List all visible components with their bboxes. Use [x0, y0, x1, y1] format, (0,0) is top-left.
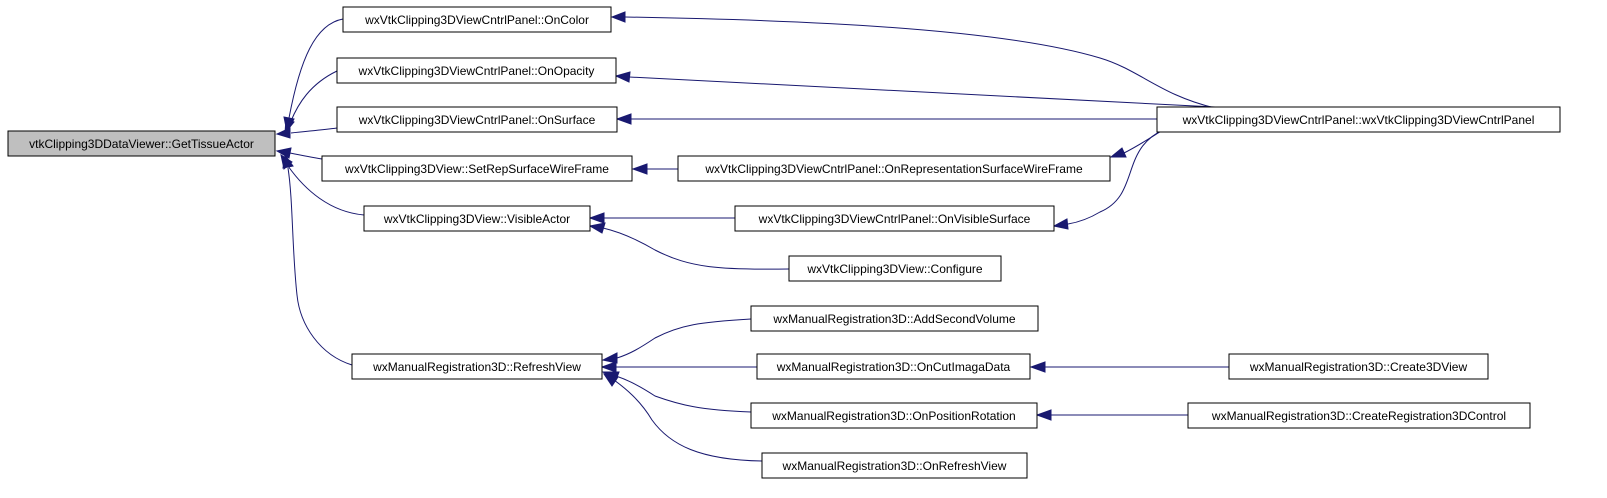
- edge-refreshview-to-root: [287, 167, 353, 366]
- node-visibleactor-label: wxVtkClipping3DView::VisibleActor: [383, 212, 570, 226]
- node-onposrot-label: wxManualRegistration3D::OnPositionRotati…: [771, 409, 1015, 423]
- edge-onopacity-to-root: [290, 70, 338, 122]
- edge-addsecond-to-refreshview: [616, 318, 752, 359]
- node-onrefresh-box: [761, 452, 1028, 479]
- node-configure-label: wxVtkClipping3DView::Configure: [806, 262, 983, 276]
- node-oncolor[interactable]: wxVtkClipping3DViewCntrlPanel::OnColor: [342, 6, 612, 33]
- arrowhead-ctor-to-onopacity: [614, 71, 631, 83]
- edge-onrefresh-to-refreshview: [613, 379, 763, 462]
- node-onposrot[interactable]: wxManualRegistration3D::OnPositionRotati…: [750, 402, 1038, 429]
- arrowhead-ctor-to-onvisiblesurf: [1052, 218, 1069, 230]
- node-ctor-box: [1156, 106, 1561, 133]
- arrowhead-createreg-to-onposrot: [1035, 409, 1052, 421]
- node-onrefresh-label: wxManualRegistration3D::OnRefreshView: [782, 459, 1007, 473]
- node-ctor[interactable]: wxVtkClipping3DViewCntrlPanel::wxVtkClip…: [1156, 106, 1561, 133]
- edge-onsurface-to-root: [290, 127, 338, 134]
- node-root-label: vtkClipping3DDataViewer::GetTissueActor: [29, 137, 254, 151]
- arrowhead-setrep-to-root: [275, 147, 292, 159]
- node-oncut-label: wxManualRegistration3D::OnCutImagaData: [776, 360, 1011, 374]
- arrowhead-ctor-to-oncolor: [610, 11, 626, 23]
- edge-onposrot-to-refreshview: [615, 375, 752, 413]
- node-refreshview[interactable]: wxManualRegistration3D::RefreshView: [351, 353, 603, 380]
- edge-oncolor-to-root: [288, 18, 344, 119]
- nodes: vtkClipping3DDataViewer::GetTissueActor …: [7, 6, 1561, 479]
- edge-configure-to-visibleactor: [602, 227, 790, 270]
- node-configure[interactable]: wxVtkClipping3DView::Configure: [788, 255, 1002, 282]
- node-setrep-label: wxVtkClipping3DView::SetRepSurfaceWireFr…: [344, 162, 609, 176]
- node-configure-box: [788, 255, 1002, 282]
- node-oncolor-box: [342, 6, 612, 33]
- node-onrefresh[interactable]: wxManualRegistration3D::OnRefreshView: [761, 452, 1028, 479]
- node-onopacity-label: wxVtkClipping3DViewCntrlPanel::OnOpacity: [358, 64, 595, 78]
- node-setrep[interactable]: wxVtkClipping3DView::SetRepSurfaceWireFr…: [321, 155, 633, 182]
- node-onsurface-label: wxVtkClipping3DViewCntrlPanel::OnSurface: [358, 113, 596, 127]
- arrowhead-configure-to-visibleactor: [588, 222, 606, 234]
- edge-setrep-to-root: [289, 152, 323, 160]
- arrowhead-addsecond-to-refreshview: [601, 352, 618, 364]
- arrowhead-ctor-to-onrepwire: [1109, 147, 1127, 158]
- node-oncut-box: [756, 353, 1031, 380]
- node-onvisiblesurf-box: [734, 205, 1055, 232]
- node-createreg-label: wxManualRegistration3D::CreateRegistrati…: [1211, 409, 1506, 423]
- node-refreshview-box: [351, 353, 603, 380]
- arrowhead-oncut-to-refreshview: [600, 361, 617, 373]
- node-refreshview-label: wxManualRegistration3D::RefreshView: [372, 360, 581, 374]
- arrowhead-refreshview-to-root: [282, 153, 294, 169]
- node-onrepwire[interactable]: wxVtkClipping3DViewCntrlPanel::OnReprese…: [677, 155, 1111, 182]
- arrowhead-onvisiblesurf-to-visibleactor: [588, 212, 605, 224]
- node-createreg-box: [1187, 402, 1531, 429]
- edge-ctor-to-onopacity: [628, 76, 1216, 108]
- node-oncolor-label: wxVtkClipping3DViewCntrlPanel::OnColor: [364, 13, 589, 27]
- node-onrepwire-label: wxVtkClipping3DViewCntrlPanel::OnReprese…: [704, 162, 1083, 176]
- node-createreg[interactable]: wxManualRegistration3D::CreateRegistrati…: [1187, 402, 1531, 429]
- node-setrep-box: [321, 155, 633, 182]
- node-onopacity[interactable]: wxVtkClipping3DViewCntrlPanel::OnOpacity: [336, 57, 617, 84]
- node-addsecond[interactable]: wxManualRegistration3D::AddSecondVolume: [750, 305, 1039, 332]
- node-create3d[interactable]: wxManualRegistration3D::Create3DView: [1228, 353, 1489, 380]
- edge-ctor-to-onvisiblesurf: [1067, 129, 1164, 225]
- node-visibleactor[interactable]: wxVtkClipping3DView::VisibleActor: [363, 205, 591, 232]
- node-ctor-label: wxVtkClipping3DViewCntrlPanel::wxVtkClip…: [1182, 113, 1535, 127]
- edge-visibleactor-to-root: [287, 165, 365, 216]
- arrowhead-create3d-to-oncut: [1029, 361, 1046, 373]
- edge-ctor-to-oncolor: [624, 16, 1216, 109]
- arrowhead-onsurface-to-root: [275, 127, 291, 139]
- arrowhead-onrepwire-to-setrep: [631, 163, 648, 175]
- node-create3d-box: [1228, 353, 1489, 380]
- node-addsecond-box: [750, 305, 1039, 332]
- node-onsurface-box: [336, 106, 618, 133]
- node-onsurface[interactable]: wxVtkClipping3DViewCntrlPanel::OnSurface: [336, 106, 618, 133]
- node-onvisiblesurf[interactable]: wxVtkClipping3DViewCntrlPanel::OnVisible…: [734, 205, 1055, 232]
- node-onrepwire-box: [677, 155, 1111, 182]
- node-root-box: [7, 130, 276, 157]
- node-create3d-label: wxManualRegistration3D::Create3DView: [1249, 360, 1468, 374]
- node-oncut[interactable]: wxManualRegistration3D::OnCutImagaData: [756, 353, 1031, 380]
- node-root[interactable]: vtkClipping3DDataViewer::GetTissueActor: [7, 130, 276, 157]
- node-addsecond-label: wxManualRegistration3D::AddSecondVolume: [772, 312, 1015, 326]
- arrowhead-ctor-to-onsurface: [615, 113, 632, 125]
- node-onopacity-box: [336, 57, 617, 84]
- node-onposrot-box: [750, 402, 1038, 429]
- arrowhead-onrefresh-to-refreshview: [602, 373, 619, 387]
- node-onvisiblesurf-label: wxVtkClipping3DViewCntrlPanel::OnVisible…: [758, 212, 1031, 226]
- node-visibleactor-box: [363, 205, 591, 232]
